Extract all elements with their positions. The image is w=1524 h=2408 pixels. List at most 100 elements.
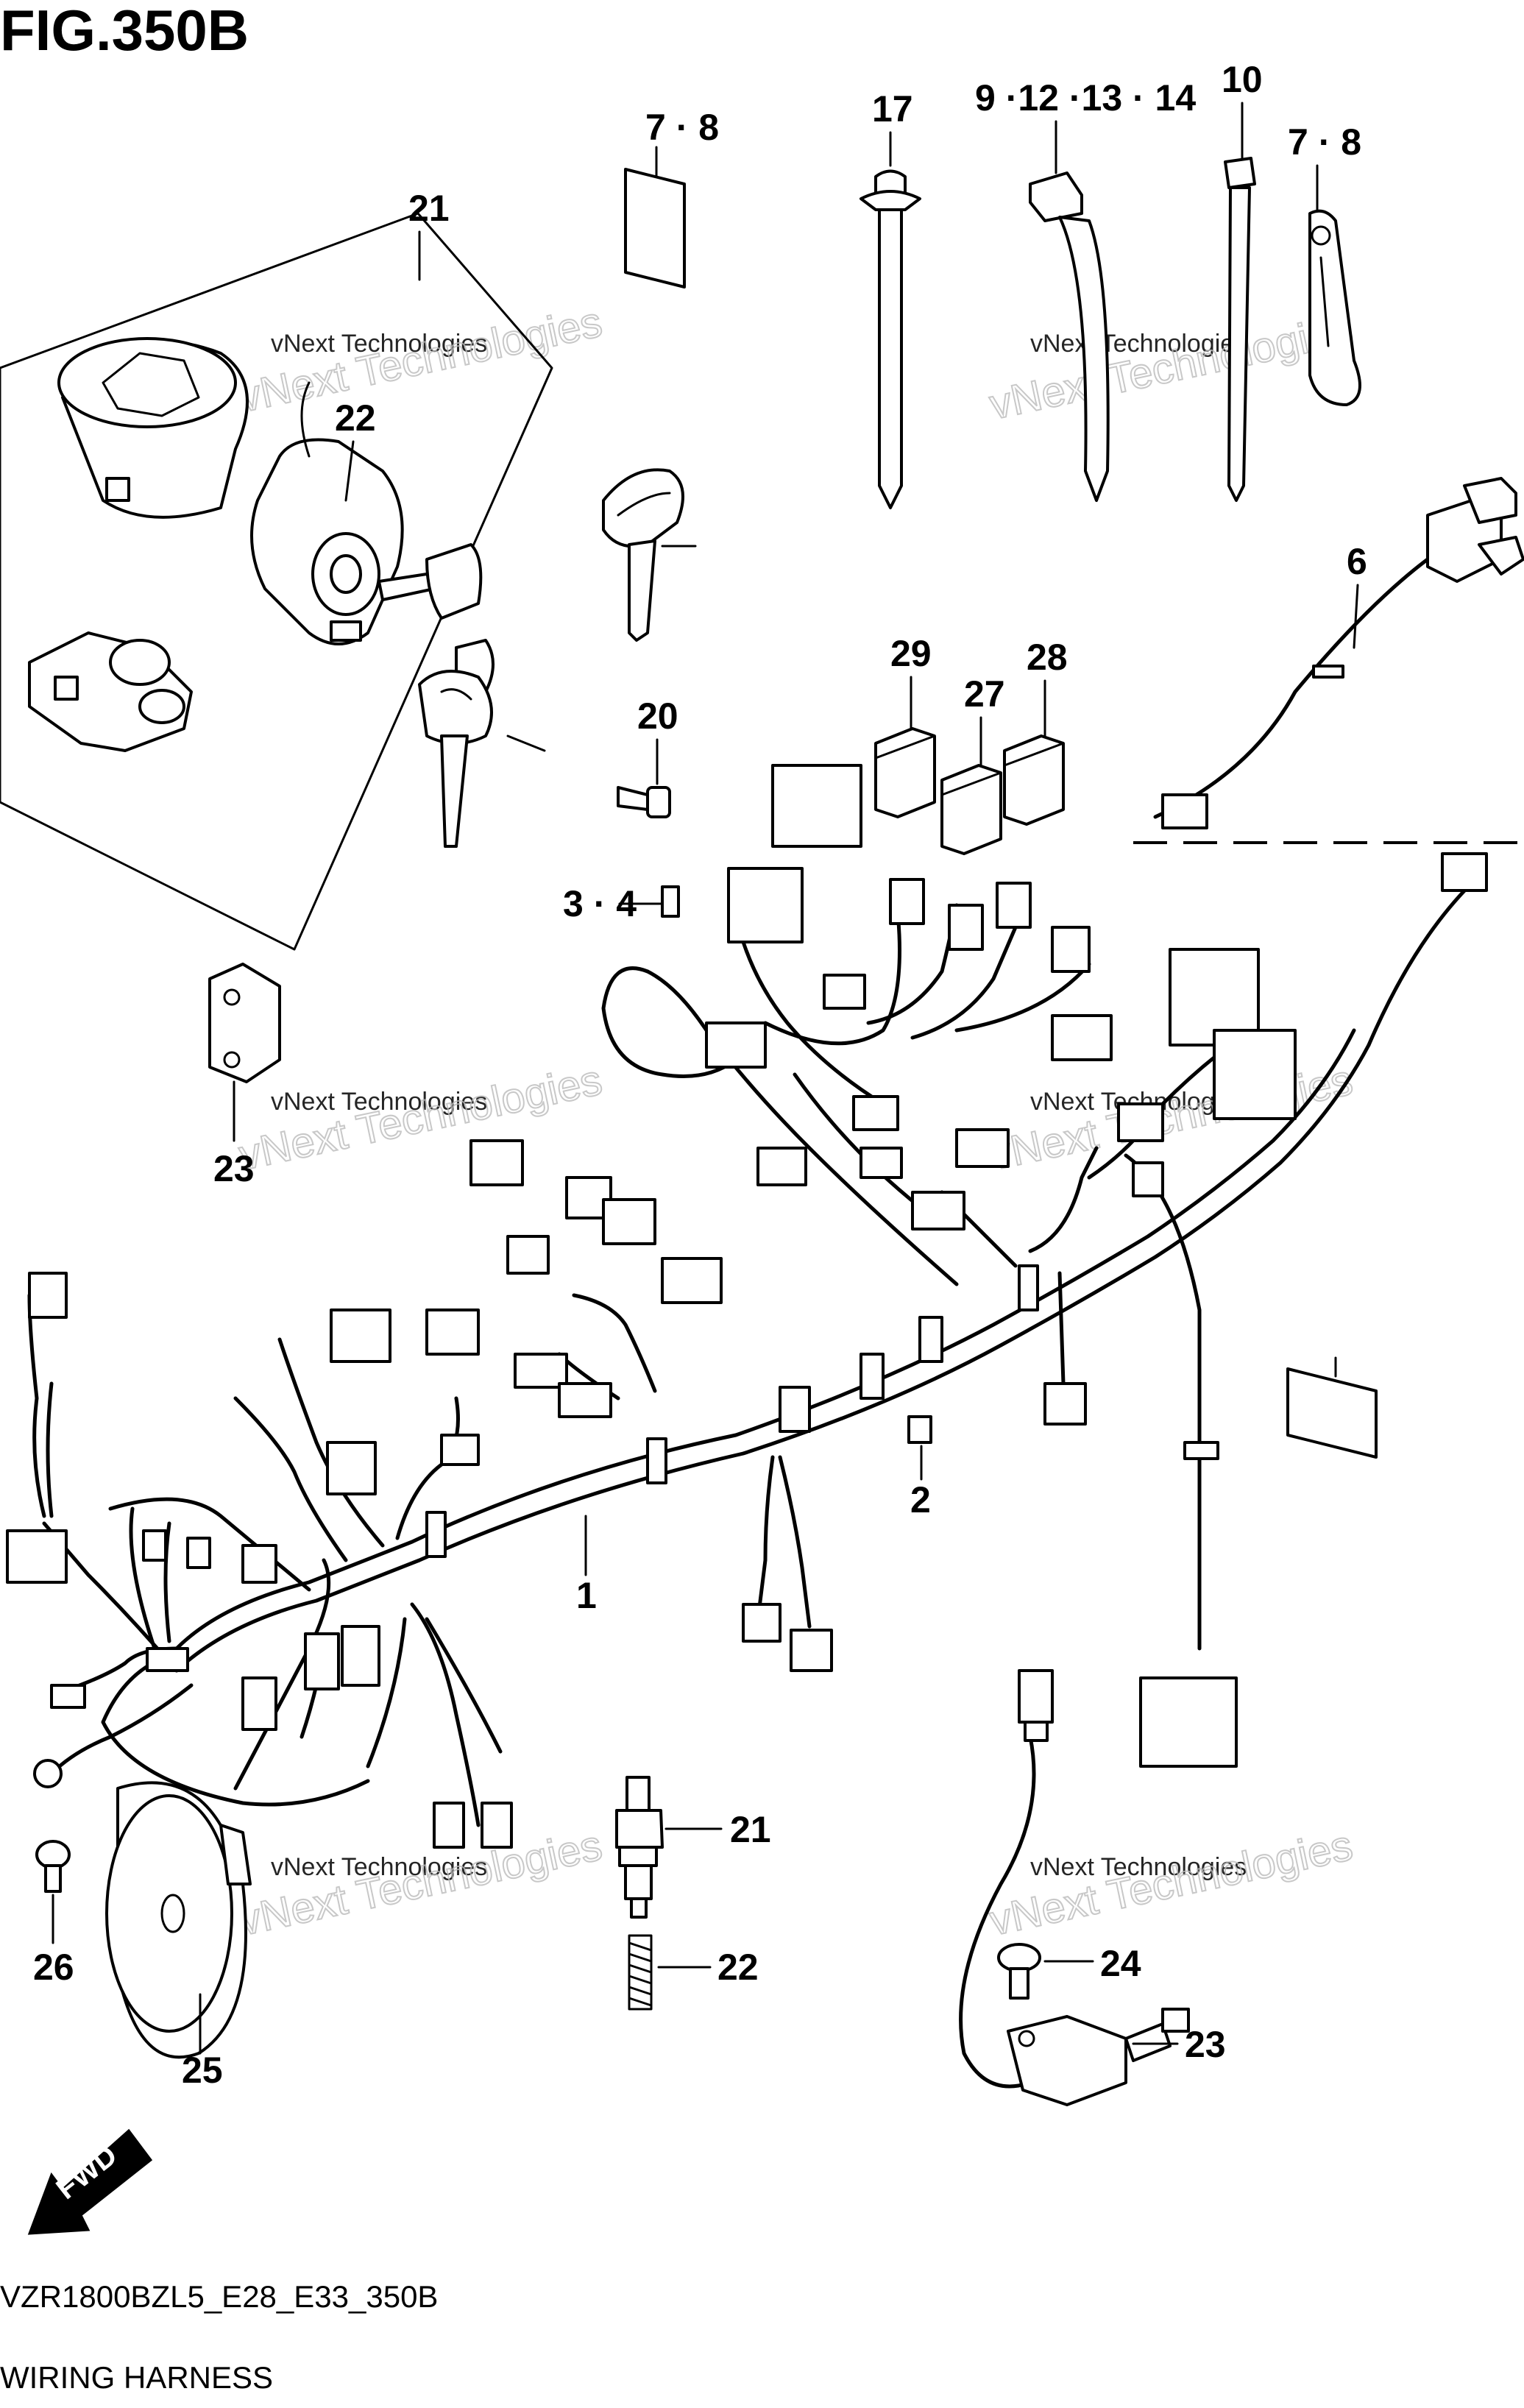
switch-19 xyxy=(615,1776,664,1919)
connector xyxy=(705,1021,767,1069)
callout-17: 23 xyxy=(213,1148,255,1189)
bolt-24 xyxy=(35,1840,71,1893)
connector xyxy=(241,1544,277,1584)
callout-21: 23 xyxy=(1185,2024,1226,2065)
harness-sleeve xyxy=(146,1647,189,1672)
harness-sleeve xyxy=(1132,1161,1164,1197)
connector xyxy=(481,1802,513,1849)
ignition-switch-set xyxy=(0,212,553,951)
watermark-text: vNext Technologies xyxy=(271,1853,487,1881)
bolt-22 xyxy=(997,1943,1041,2000)
ring-terminal xyxy=(33,1759,63,1788)
relay-26 xyxy=(1003,734,1065,826)
key-icon xyxy=(378,543,495,701)
connector xyxy=(6,1529,68,1584)
label-sticker-29 xyxy=(1286,1367,1378,1459)
connector xyxy=(28,1272,68,1319)
connector xyxy=(948,904,984,951)
callout-9-12-13-14: 9 ·12 ·13 · 14 xyxy=(975,77,1196,118)
connector xyxy=(602,1198,656,1245)
spring-20 xyxy=(628,1934,653,2011)
callout-6: 6 xyxy=(1347,541,1367,582)
cable-tie-9-12-13-14 xyxy=(1029,171,1110,502)
connector xyxy=(996,882,1032,929)
figure-code: VZR1800BZL5_E28_E33_350B xyxy=(0,2279,438,2314)
cable-tie-10 xyxy=(1224,157,1256,502)
connector xyxy=(852,1095,899,1131)
sub-harness-6 xyxy=(1153,477,1524,829)
watermark-text: vNext Technologies xyxy=(985,1056,1356,1180)
callout-2: 2 xyxy=(910,1479,931,1520)
callout-24: 26 xyxy=(33,1947,74,1988)
connector xyxy=(1043,1382,1087,1426)
connector xyxy=(186,1537,211,1569)
harness-sleeve xyxy=(779,1386,811,1433)
connector xyxy=(425,1309,480,1356)
callout-5: 7 · 8 xyxy=(645,107,719,148)
fuse-3-4 xyxy=(661,885,680,918)
connector xyxy=(506,1235,550,1275)
switch-21 xyxy=(959,1669,1190,2106)
connector xyxy=(1117,1102,1164,1142)
key-28 xyxy=(602,468,684,642)
connector xyxy=(558,1382,612,1418)
connector xyxy=(514,1353,568,1389)
connector xyxy=(790,1629,833,1672)
relay-27 xyxy=(874,727,936,818)
ignition-cap xyxy=(57,337,249,519)
watermark-text: vNext Technologies xyxy=(235,298,606,422)
connector xyxy=(440,1434,480,1466)
connector xyxy=(304,1632,340,1690)
lock-bracket xyxy=(28,631,193,752)
callout-27: 29 xyxy=(890,633,932,674)
callout-16: 22 xyxy=(335,397,376,439)
clamp-tie-11 xyxy=(860,169,921,509)
callout-1: 1 xyxy=(576,1575,597,1616)
watermark-text: vNext Technologies xyxy=(235,1821,606,1945)
ignition-set-outline xyxy=(0,212,553,951)
callout-23: 25 xyxy=(182,2050,223,2091)
connector xyxy=(661,1257,723,1304)
connector xyxy=(142,1529,167,1562)
connector xyxy=(727,867,804,943)
key-icon xyxy=(418,670,493,848)
connector xyxy=(433,1802,465,1849)
connector xyxy=(1441,852,1488,892)
harness-sleeve xyxy=(918,1316,943,1363)
connector xyxy=(756,1147,807,1186)
watermark-text: vNext Technologies xyxy=(271,1088,487,1116)
connector xyxy=(326,1441,377,1495)
harness-sleeve xyxy=(860,1353,885,1400)
connector xyxy=(742,1603,782,1643)
watermark-text: vNext Technologies xyxy=(271,330,487,358)
connector xyxy=(823,974,866,1010)
connector xyxy=(1051,926,1091,973)
bracket-plate-17 xyxy=(208,963,281,1083)
connector xyxy=(860,1147,903,1179)
callout-26: 28 xyxy=(1027,637,1068,678)
watermark-text: vNext Technologies xyxy=(1030,1853,1247,1881)
callout-11: 17 xyxy=(872,88,913,130)
connector xyxy=(50,1684,86,1709)
callout-10: 10 xyxy=(1222,59,1263,100)
connector xyxy=(955,1128,1010,1168)
label-sticker-5 xyxy=(624,168,686,288)
screw-18 xyxy=(617,786,671,818)
callout-19: 21 xyxy=(730,1809,771,1850)
connector xyxy=(889,878,925,925)
connector-part-2 xyxy=(907,1415,932,1444)
figure-title: FIG.350B xyxy=(0,0,249,63)
clamp-7-8 xyxy=(1308,209,1361,406)
callout-7-8: 7 · 8 xyxy=(1288,121,1361,163)
callout-15: 21 xyxy=(408,188,450,229)
connector xyxy=(1139,1676,1238,1768)
connector xyxy=(330,1309,391,1363)
watermark-text: vNext Technologies xyxy=(985,1821,1356,1945)
connector xyxy=(1213,1029,1297,1120)
callout-25: 27 xyxy=(964,673,1005,715)
connector xyxy=(241,1676,277,1731)
connector xyxy=(1051,1014,1113,1061)
callout-22: 24 xyxy=(1100,1943,1141,1984)
watermark-text: vNext Technologies xyxy=(1030,330,1247,358)
